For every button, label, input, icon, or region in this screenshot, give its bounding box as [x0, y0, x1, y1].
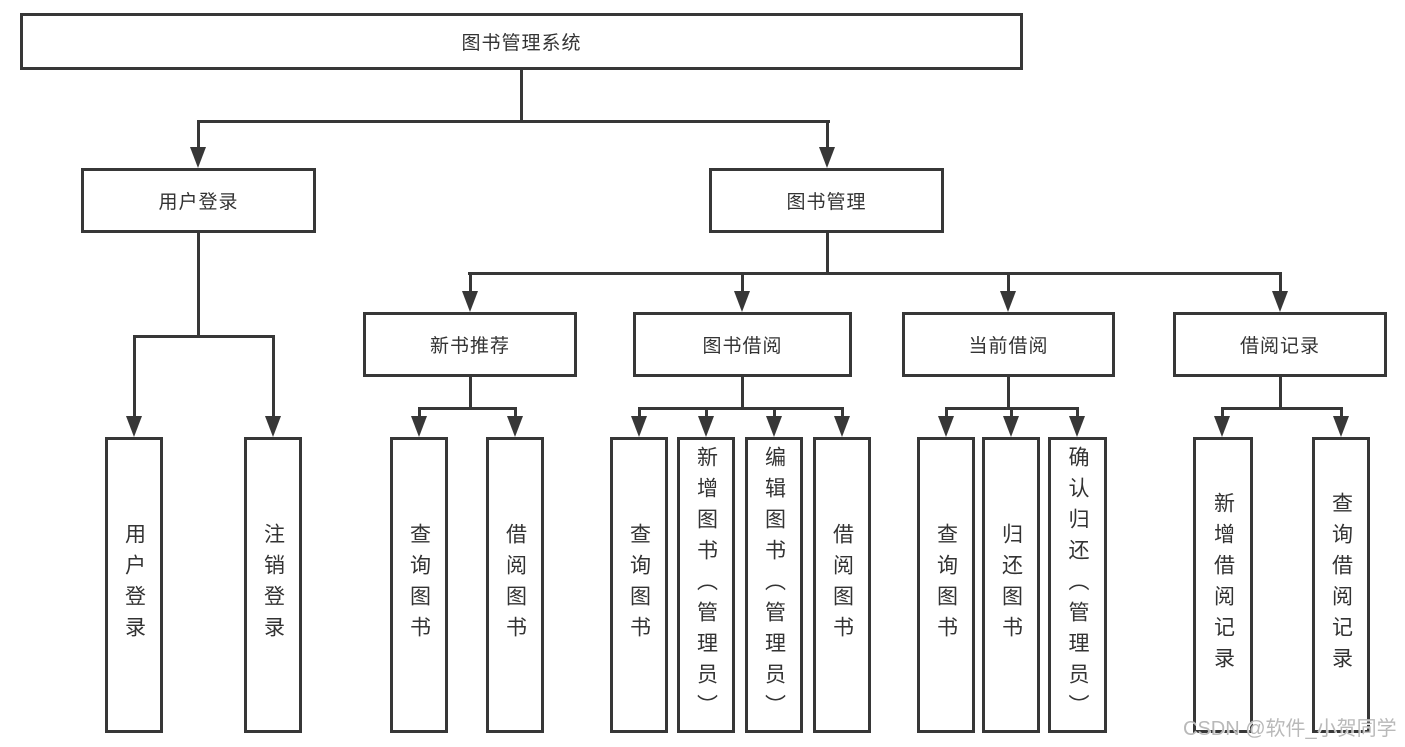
connector-shaft-records [1279, 272, 1282, 292]
node-new-book-recommend: 新书推荐 [363, 312, 577, 377]
connector-shaft-leaf [1076, 407, 1079, 417]
connector-shaft-new-book [469, 272, 472, 292]
arrow-down-icon [1000, 291, 1016, 312]
leaf-label: 新增借阅记录 [1211, 492, 1235, 678]
leaf-borrow-books-recommend: 借阅图书 [486, 437, 544, 733]
connector-shaft-user-login [197, 120, 200, 147]
leaf-label: 注销登录 [261, 523, 285, 647]
connector-shaft-leaf [1010, 407, 1013, 417]
node-book-management: 图书管理 [709, 168, 944, 233]
connector-newbook-stem [469, 377, 472, 409]
leaf-query-books-recommend: 查询图书 [390, 437, 448, 733]
leaf-query-books-current: 查询图书 [917, 437, 975, 733]
connector-shaft-leaf [773, 407, 776, 417]
connector-records-branch [1221, 407, 1343, 410]
leaf-label: 借阅图书 [503, 523, 527, 647]
connector-shaft-leaf [1221, 407, 1224, 417]
arrow-down-icon [631, 416, 647, 437]
arrow-down-icon [190, 147, 206, 168]
leaf-label: 查询图书 [934, 523, 958, 647]
connector-bookmgmt-stem [826, 233, 829, 274]
arrow-down-icon [1272, 291, 1288, 312]
leaf-query-books-borrowing: 查询图书 [610, 437, 668, 733]
arrow-down-icon [1003, 416, 1019, 437]
connector-shaft-leaf [705, 407, 708, 417]
node-label: 借阅记录 [1239, 336, 1320, 357]
node-user-login: 用户登录 [81, 168, 316, 233]
arrow-down-icon [766, 416, 782, 437]
connector-shaft-leaf [1340, 407, 1343, 417]
connector-shaft-leaf [638, 407, 641, 417]
connector-newbook-branch [418, 407, 517, 410]
connector-records-stem [1279, 377, 1282, 409]
leaf-borrow-books-borrowing: 借阅图书 [813, 437, 871, 733]
arrow-down-icon [411, 416, 427, 437]
leaf-label: 用户登录 [122, 523, 146, 647]
leaf-add-borrow-record: 新增借阅记录 [1193, 437, 1253, 733]
leaf-label: 确认归还（管理员） [1066, 445, 1089, 725]
arrow-down-icon [734, 291, 750, 312]
connector-userlogin-stem [197, 233, 200, 337]
node-library-system: 图书管理系统 [20, 13, 1023, 70]
connector-shaft-leaf [133, 335, 136, 417]
connector-currentborrow-stem [1007, 377, 1010, 409]
leaf-user-login: 用户登录 [105, 437, 163, 733]
connector-shaft-leaf [418, 407, 421, 417]
leaf-label: 查询图书 [627, 523, 651, 647]
leaf-confirm-return-admin: 确认归还（管理员） [1048, 437, 1107, 733]
node-book-borrowing: 图书借阅 [633, 312, 852, 377]
leaf-label: 编辑图书（管理员） [762, 445, 786, 725]
node-borrowing-records: 借阅记录 [1173, 312, 1387, 377]
leaf-label: 查询借阅记录 [1329, 492, 1353, 678]
node-label: 图书借阅 [702, 336, 783, 357]
leaf-label: 查询图书 [407, 523, 431, 647]
connector-root-branch [197, 120, 830, 123]
connector-bookborrow-branch [638, 407, 844, 410]
arrow-down-icon [1214, 416, 1230, 437]
connector-shaft-leaf [841, 407, 844, 417]
leaf-label: 借阅图书 [830, 523, 854, 647]
leaf-add-books-admin: 新增图书（管理员） [677, 437, 735, 733]
arrow-down-icon [698, 416, 714, 437]
leaf-edit-books-admin: 编辑图书（管理员） [745, 437, 803, 733]
connector-root-stem [520, 70, 523, 122]
node-label: 当前借阅 [968, 336, 1049, 357]
arrow-down-icon [462, 291, 478, 312]
connector-userlogin-branch [133, 335, 275, 338]
node-label: 图书管理 [786, 192, 867, 213]
arrow-down-icon [1069, 416, 1085, 437]
leaf-return-books: 归还图书 [982, 437, 1040, 733]
arrow-down-icon [126, 416, 142, 437]
connector-shaft-book-borrow [741, 272, 744, 292]
leaf-logout: 注销登录 [244, 437, 302, 733]
leaf-label: 新增图书（管理员） [694, 445, 718, 725]
arrow-down-icon [819, 147, 835, 168]
csdn-watermark: CSDN @软件_小贺同学 [1183, 718, 1397, 740]
node-label: 图书管理系统 [461, 33, 582, 54]
arrow-down-icon [265, 416, 281, 437]
arrow-down-icon [507, 416, 523, 437]
connector-bookmgmt-branch [468, 272, 1282, 275]
node-current-borrowing: 当前借阅 [902, 312, 1115, 377]
connector-shaft-current-borrow [1007, 272, 1010, 292]
connector-shaft-leaf [514, 407, 517, 417]
connector-shaft-leaf [272, 335, 275, 417]
arrow-down-icon [834, 416, 850, 437]
connector-shaft-leaf [945, 407, 948, 417]
node-label: 新书推荐 [429, 336, 510, 357]
leaf-query-borrow-record: 查询借阅记录 [1312, 437, 1370, 733]
arrow-down-icon [938, 416, 954, 437]
leaf-label: 归还图书 [999, 523, 1023, 647]
arrow-down-icon [1333, 416, 1349, 437]
connector-bookborrow-stem [741, 377, 744, 409]
connector-shaft-book-management [826, 120, 829, 147]
node-label: 用户登录 [158, 192, 239, 213]
